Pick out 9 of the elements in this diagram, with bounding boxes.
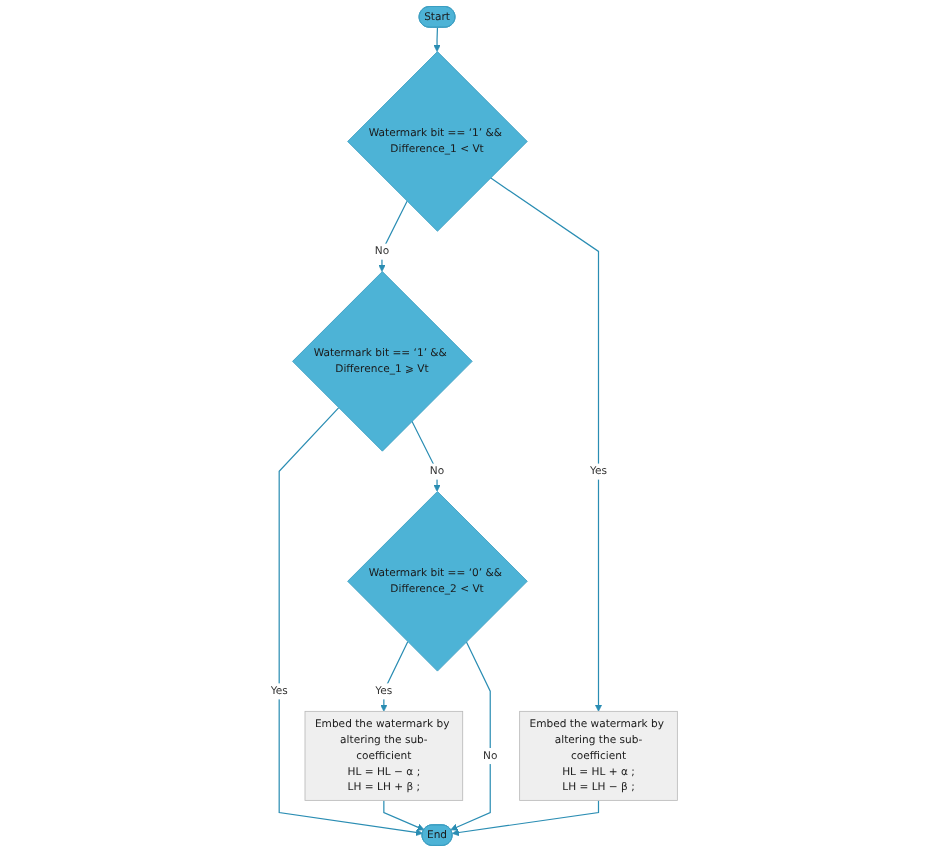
arrow: [452, 799, 600, 837]
arrow: [433, 27, 441, 52]
arrow: [450, 641, 491, 831]
arrow: [383, 799, 425, 831]
arrow: [378, 200, 408, 272]
arrow: [411, 420, 441, 492]
arrow: [278, 407, 423, 836]
arrow: [489, 177, 603, 712]
arrow: [380, 641, 409, 712]
